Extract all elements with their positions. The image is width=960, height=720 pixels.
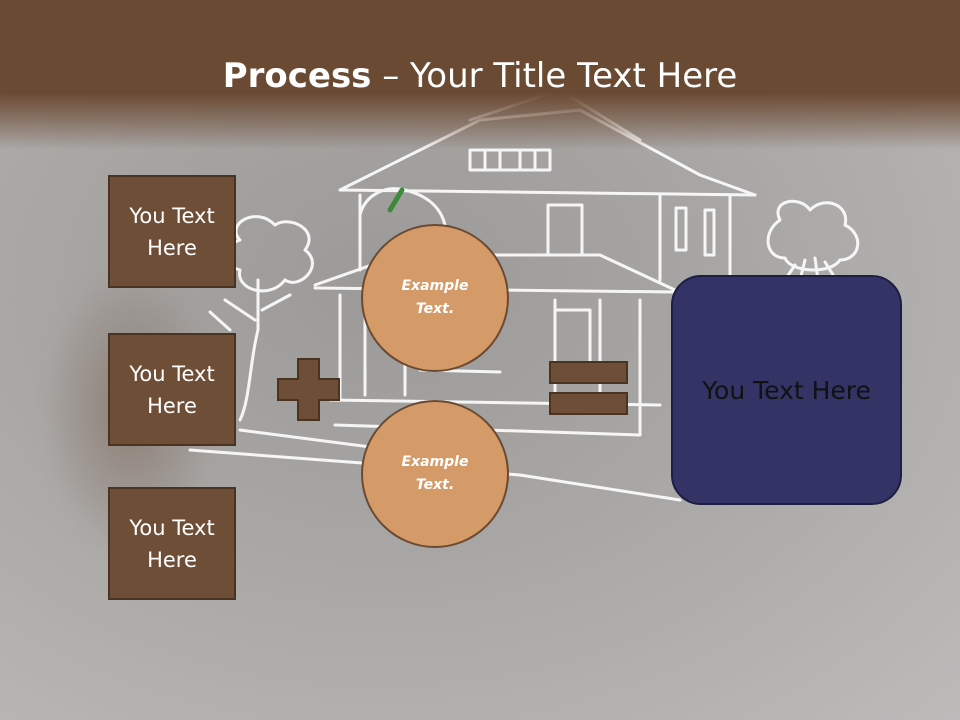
result-label: You Text Here — [702, 375, 871, 405]
plus-icon — [277, 358, 340, 421]
circle-label: Example Text. — [401, 278, 469, 317]
circle-label: Example Text. — [401, 454, 469, 493]
slide-title: Process – Your Title Text Here — [0, 52, 960, 100]
example-circle-2[interactable]: Example Text. — [361, 400, 509, 548]
title-band — [0, 0, 960, 150]
text-box-label: You Text Here — [129, 203, 215, 260]
green-marker-stroke — [387, 187, 405, 213]
text-box-label: You Text Here — [129, 515, 215, 572]
text-box-3[interactable]: You Text Here — [108, 487, 236, 600]
example-circle-1[interactable]: Example Text. — [361, 224, 509, 372]
title-rest: – Your Title Text Here — [371, 56, 738, 96]
text-box-2[interactable]: You Text Here — [108, 333, 236, 446]
text-box-label: You Text Here — [129, 361, 215, 418]
text-box-1[interactable]: You Text Here — [108, 175, 236, 288]
result-box[interactable]: You Text Here — [671, 275, 902, 505]
equals-icon — [549, 361, 628, 415]
title-bold: Process — [222, 56, 372, 96]
